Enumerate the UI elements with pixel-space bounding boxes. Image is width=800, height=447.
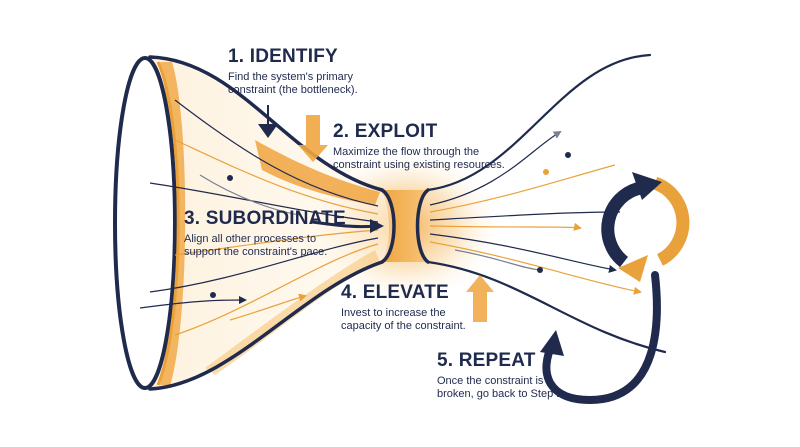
- throat-left-edge: [380, 188, 396, 264]
- flow-dot: [227, 175, 233, 181]
- identify-title: 1. IDENTIFY: [228, 46, 338, 67]
- inflow-line: [174, 99, 379, 207]
- inflow-line: [199, 174, 301, 216]
- identify-desc: Find the system's primary constraint (th…: [228, 71, 358, 97]
- exploit-title: 2. EXPLOIT: [333, 121, 438, 142]
- step-subordinate: 3. SUBORDINATE Align all other processes…: [184, 208, 346, 259]
- exploit-desc-line: constraint using existing resources.: [333, 159, 505, 171]
- outflow-line: [429, 211, 621, 221]
- repeat-desc-line: Once the constraint is: [437, 375, 544, 387]
- inflow-line: [149, 182, 379, 223]
- elevate-desc-line: capacity of the constraint.: [341, 320, 466, 332]
- cycle-navy-arrowhead: [632, 172, 662, 200]
- exploit-arrow: [298, 115, 328, 162]
- identify-desc-line: constraint (the bottleneck).: [228, 84, 358, 96]
- flow-dot: [210, 292, 216, 298]
- flow-dot: [537, 267, 543, 273]
- step-elevate: 4. ELEVATE Invest to increase the capaci…: [341, 282, 466, 333]
- funnel-mouth: [113, 56, 177, 390]
- outflow-line: [429, 233, 617, 273]
- inflow-line: [174, 229, 379, 256]
- elevate-arrow: [466, 275, 494, 322]
- outflow-line: [429, 241, 642, 295]
- inflow-lines: [139, 99, 379, 336]
- inflow-line: [149, 237, 379, 293]
- subordinate-title: 3. SUBORDINATE: [184, 208, 346, 229]
- throat-right-edge: [415, 188, 430, 264]
- repeat-title: 5. REPEAT: [437, 350, 536, 371]
- funnel-top-wall: [148, 55, 384, 192]
- elevate-desc-line: Invest to increase the: [341, 307, 446, 319]
- step-exploit: 2. EXPLOIT Maximize the flow through the…: [333, 121, 505, 172]
- repeat-desc: Once the constraint is broken, go back t…: [437, 375, 565, 401]
- funnel-bottom-wall: [148, 260, 384, 391]
- outflow-line: [429, 130, 562, 206]
- subordinate-desc-line: Align all other processes to: [184, 233, 317, 245]
- step-identify: 1. IDENTIFY Find the system's primary co…: [228, 46, 358, 97]
- inflow-dots: [210, 175, 233, 298]
- cycle-orange-arrowhead: [618, 255, 648, 282]
- outflow-bottom-wall: [426, 260, 667, 354]
- exploit-desc-line: Maximize the flow through the: [333, 146, 480, 158]
- repeat-desc-line: broken, go back to Step 1.: [437, 388, 566, 400]
- identify-arrow: [258, 105, 278, 138]
- cycle-orange-arc: [652, 176, 690, 266]
- repeat-cycle-icon: [540, 172, 690, 405]
- inflow-line: [174, 139, 379, 215]
- exploit-desc: Maximize the flow through the constraint…: [333, 146, 505, 172]
- outflow-dots: [537, 152, 571, 273]
- outflow-line: [454, 249, 541, 271]
- elevate-title: 4. ELEVATE: [341, 282, 449, 303]
- subordinate-arrow: [311, 219, 384, 233]
- cycle-tail: [542, 271, 661, 405]
- step-repeat: 5. REPEAT Once the constraint is broken,…: [437, 350, 565, 401]
- subordinate-desc: Align all other processes to support the…: [184, 233, 346, 259]
- funnel-mouth-rim: [156, 61, 180, 386]
- outflow-line: [429, 222, 582, 231]
- cycle-tail-arrowhead: [540, 330, 564, 356]
- funnel-interior: [150, 58, 389, 388]
- subordinate-desc-line: support the constraint's pace.: [184, 246, 328, 258]
- outflow-lines: [429, 130, 642, 295]
- cycle-navy-arc: [601, 181, 642, 268]
- identify-desc-line: Find the system's primary: [228, 71, 353, 83]
- inflow-line: [174, 243, 379, 336]
- flow-dot: [543, 169, 549, 175]
- inflow-line: [139, 296, 247, 309]
- elevate-desc: Invest to increase the capacity of the c…: [341, 307, 466, 333]
- funnel-shade-top: [255, 140, 380, 205]
- flow-dot: [565, 152, 571, 158]
- outflow-line: [429, 164, 616, 213]
- inflow-line: [229, 293, 307, 321]
- outflow-top-wall: [426, 53, 652, 192]
